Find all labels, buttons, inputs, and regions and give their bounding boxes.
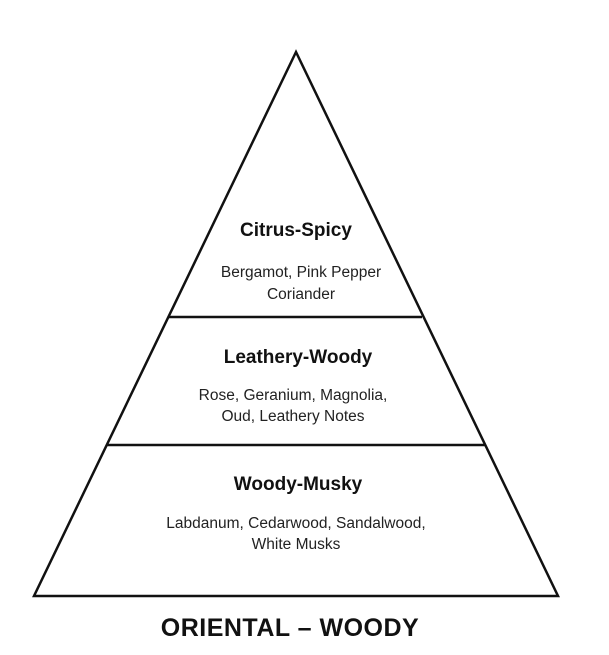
tier-middle: Leathery-Woody Rose, Geranium, Magnolia,… [199,347,388,425]
tier-bottom: Woody-Musky Labdanum, Cedarwood, Sandalw… [166,474,425,553]
tier-bottom-title: Woody-Musky [234,474,363,495]
tier-top-notes-line1: Bergamot, Pink Pepper [221,264,381,281]
tier-top-title: Citrus-Spicy [240,220,352,241]
tier-top-notes-line2: Coriander [267,286,335,303]
pyramid-outline [32,49,560,598]
tier-middle-notes-line1: Rose, Geranium, Magnolia, [199,387,388,404]
tier-middle-notes-line2: Oud, Leathery Notes [221,408,364,425]
tier-top: Citrus-Spicy Bergamot, Pink Pepper Coria… [221,220,381,303]
tier-middle-title: Leathery-Woody [224,347,373,368]
tier-bottom-notes-line1: Labdanum, Cedarwood, Sandalwood, [166,515,425,532]
fragrance-family-title: ORIENTAL – WOODY [161,614,419,642]
tier-bottom-notes-line2: White Musks [252,536,341,553]
